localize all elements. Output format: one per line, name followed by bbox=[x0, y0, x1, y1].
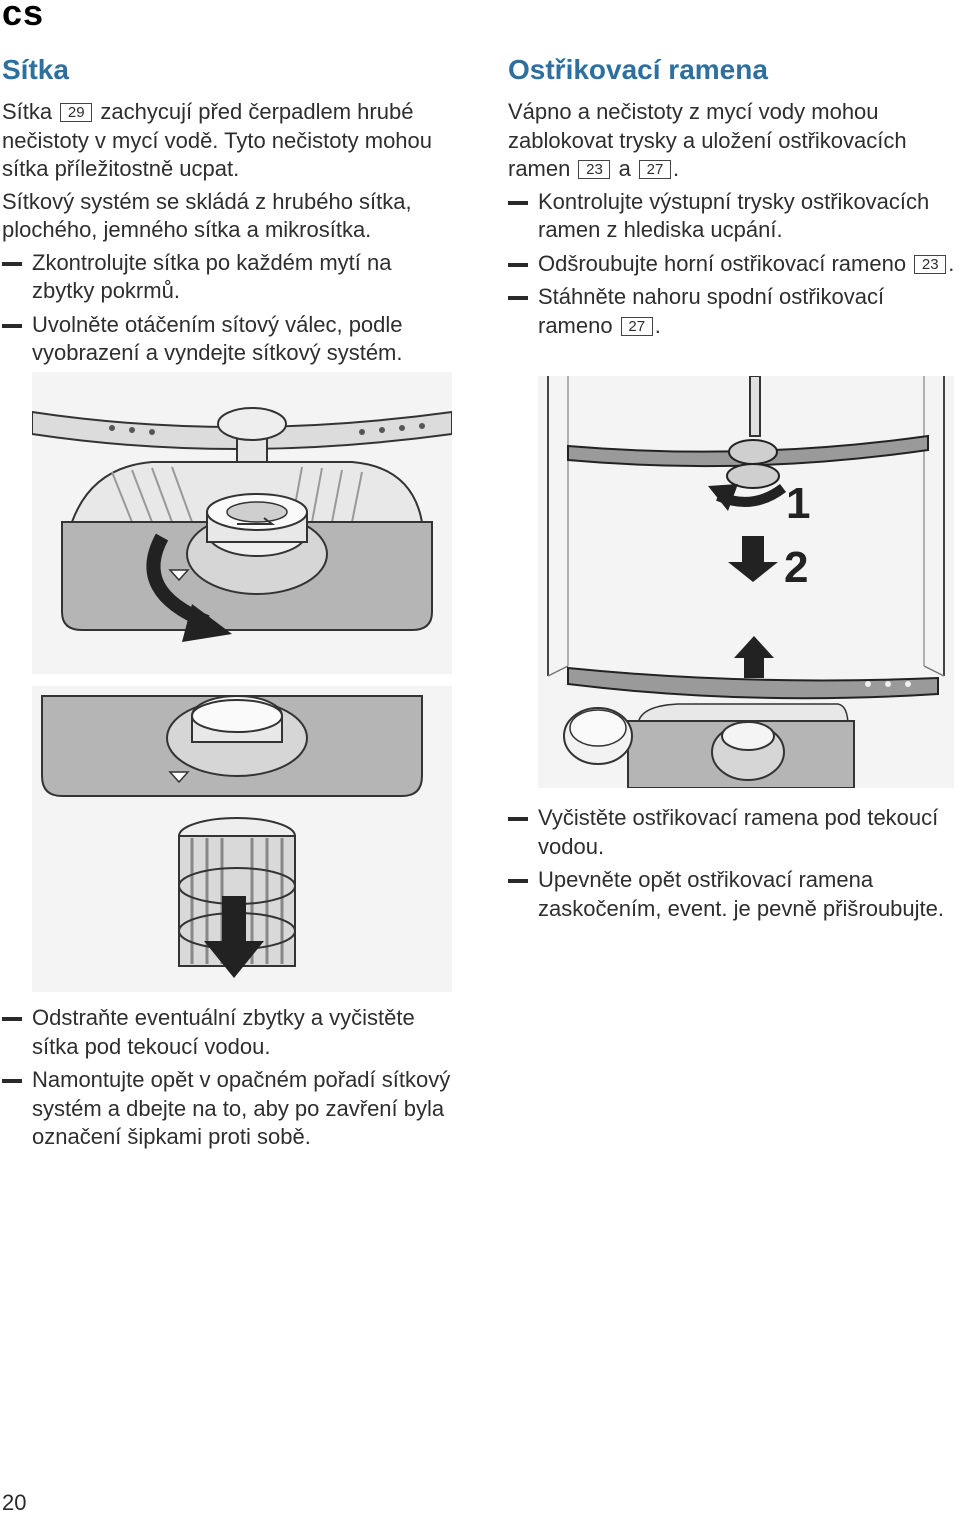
spray-arms-step-4: Vyčistěte ostřikovací ramena pod tekoucí… bbox=[508, 804, 958, 861]
filters-steps-bottom: Odstraňte eventuální zbytky a vyčistěte … bbox=[2, 1004, 452, 1157]
filters-step-1: Zkontrolujte sítka po každém mytí na zby… bbox=[2, 249, 452, 306]
filters-intro-1: Sítka 29 zachycují před čerpadlem hrubé … bbox=[2, 98, 452, 184]
filters-step-2: Uvolněte otáčením sítový válec, podle vy… bbox=[2, 311, 452, 368]
figure-filter-remove bbox=[32, 686, 452, 992]
spray-arms-step-2-text: Odšroubujte horní ostřikovací rameno bbox=[538, 250, 907, 276]
spray-arms-step-3: Stáhněte nahoru spodní ostřikovací ramen… bbox=[508, 283, 958, 340]
spray-arms-intro-end: . bbox=[672, 156, 680, 181]
spray-arms-step-3-text: Stáhněte nahoru spodní ostřikovací ramen… bbox=[538, 284, 885, 338]
filters-step-3: Odstraňte eventuální zbytky a vyčistěte … bbox=[2, 1004, 452, 1061]
part-ref-27: 27 bbox=[638, 160, 671, 179]
section-filters: Sítka Sítka 29 zachycují před čerpadlem … bbox=[2, 52, 452, 373]
filters-intro-2: Sítkový systém se skládá z hrubého sítka… bbox=[2, 188, 412, 243]
figure-filter-rotate bbox=[32, 372, 452, 674]
step-number-2: 2 bbox=[784, 543, 808, 592]
filters-intro-text-b: zachycují před čerpadlem hrubé nečistoty… bbox=[2, 99, 433, 181]
figure-spray-arms: 1 2 bbox=[538, 376, 954, 788]
spray-arms-intro-text: Vápno a nečistoty z mycí vody mohou zabl… bbox=[508, 99, 907, 181]
filters-step-4: Namontujte opět v opačném pořadí sítkový… bbox=[2, 1066, 452, 1152]
spray-arms-step-1: Kontrolujte výstupní trysky ostřikovacíc… bbox=[508, 188, 958, 245]
spray-arms-step-3-end: . bbox=[654, 312, 661, 338]
step-number-1: 1 bbox=[786, 479, 810, 528]
page-number: 20 bbox=[2, 1490, 27, 1515]
spray-arms-step-5: Upevněte opět ostřikovací ramena zaskoče… bbox=[508, 866, 958, 923]
section-title-spray-arms: Ostřikovací ramena bbox=[508, 54, 768, 85]
spray-arms-intro-and: a bbox=[618, 156, 631, 181]
part-ref-27-b: 27 bbox=[620, 316, 653, 336]
section-title-filters: Sítka bbox=[2, 54, 69, 85]
part-ref-29: 29 bbox=[60, 103, 93, 122]
part-ref-23-b: 23 bbox=[914, 254, 947, 274]
language-code: cs bbox=[2, 0, 45, 33]
filters-intro-text-a: Sítka bbox=[2, 99, 53, 124]
spray-arms-steps-bottom: Vyčistěte ostřikovací ramena pod tekoucí… bbox=[508, 804, 958, 928]
spray-arms-step-2-end: . bbox=[948, 250, 955, 276]
section-spray-arms: Ostřikovací ramena Vápno a nečistoty z m… bbox=[508, 52, 958, 345]
spray-arms-intro: Vápno a nečistoty z mycí vody mohou zabl… bbox=[508, 98, 958, 184]
part-ref-23: 23 bbox=[578, 160, 611, 179]
spray-arms-step-2: Odšroubujte horní ostřikovací rameno 23. bbox=[508, 250, 958, 279]
